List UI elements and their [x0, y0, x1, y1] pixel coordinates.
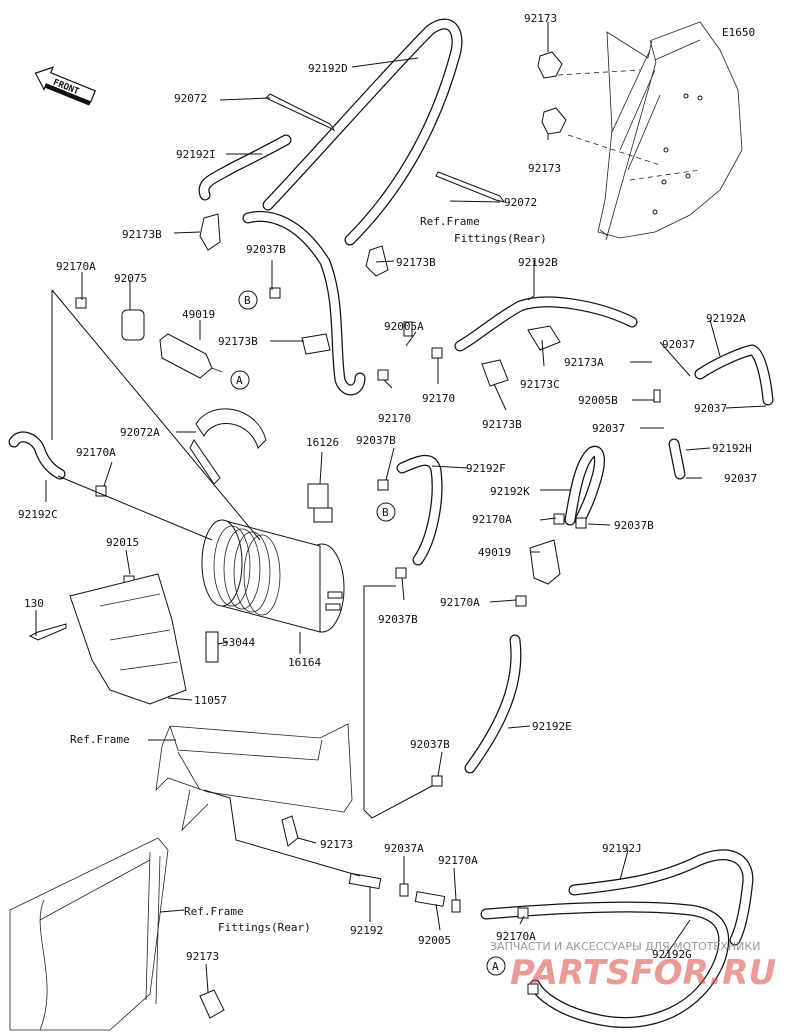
part-label: 92173B: [396, 256, 436, 269]
part-label: 92192B: [518, 256, 558, 269]
marker-A-2: A: [486, 956, 506, 976]
canister-16164: [201, 519, 345, 633]
part-label: 92037B: [614, 519, 654, 532]
part-label: 92173B: [482, 418, 522, 431]
part-label: 92192J: [602, 842, 642, 855]
labels: E1650 Ref.Frame Fittings(Rear) Ref.Frame…: [18, 12, 757, 963]
part-label: 92075: [114, 272, 147, 285]
svg-text:A: A: [492, 960, 499, 973]
part-label: 49019: [182, 308, 215, 321]
part-label: 92037B: [378, 613, 418, 626]
part-label: 130: [24, 597, 44, 610]
marker-B-1: B: [238, 290, 258, 310]
part-label: 16164: [288, 656, 321, 669]
svg-text:B: B: [244, 294, 251, 307]
frame-fittings-rear-top: [557, 21, 743, 241]
part-label: 92015: [106, 536, 139, 549]
part-label: 92173: [320, 838, 353, 851]
components: [28, 51, 661, 1019]
part-label: 92037B: [356, 434, 396, 447]
part-label: 92170: [378, 412, 411, 425]
part-label: 92005A: [384, 320, 424, 333]
hoses: [8, 18, 774, 1028]
watermark-line2: PARTSFOR.RU: [510, 953, 776, 993]
part-label: 92170A: [56, 260, 96, 273]
part-label: 92192: [350, 924, 383, 937]
part-label: 92037B: [410, 738, 450, 751]
part-label: 92173: [524, 12, 557, 25]
part-label: 92173: [528, 162, 561, 175]
part-label: 92192K: [490, 485, 530, 498]
part-label: 92192C: [18, 508, 58, 521]
ref-frame-fittings-top-line1: Ref.Frame: [420, 215, 480, 228]
ref-frame-fittings-bottom-line2: Fittings(Rear): [218, 921, 311, 934]
marker-B-2: B: [376, 502, 396, 522]
part-label: 92170A: [438, 854, 478, 867]
ref-frame-mid: Ref.Frame: [70, 733, 130, 746]
ref-frame-fittings-bottom-line1: Ref.Frame: [184, 905, 244, 918]
part-label: 92173B: [122, 228, 162, 241]
leader-lines: [35, 22, 767, 993]
part-label: 92037: [724, 472, 757, 485]
part-label: 92192F: [466, 462, 506, 475]
part-label: 92173C: [520, 378, 560, 391]
part-label: 92037: [694, 402, 727, 415]
part-label: 11057: [194, 694, 227, 707]
part-label: 92072: [174, 92, 207, 105]
part-label: 16126: [306, 436, 339, 449]
part-label: 92170: [422, 392, 455, 405]
part-label: 92072A: [120, 426, 160, 439]
part-label: 92192D: [308, 62, 348, 75]
part-label: 92037A: [384, 842, 424, 855]
frame-mid: [155, 723, 353, 832]
svg-text:B: B: [382, 506, 389, 519]
part-label: 53044: [222, 636, 255, 649]
part-label: 49019: [478, 546, 511, 559]
diagram-code: E1650: [722, 26, 755, 39]
part-label: 92173B: [218, 335, 258, 348]
part-label: 92037B: [246, 243, 286, 256]
part-label: 92192I: [176, 148, 216, 161]
marker-A-1: A: [230, 370, 250, 390]
part-label: 92005: [418, 934, 451, 947]
frame-fittings-rear-bottom: [9, 837, 169, 1031]
svg-text:A: A: [236, 374, 243, 387]
part-label: 92192H: [712, 442, 752, 455]
part-label: 92170A: [472, 513, 512, 526]
part-label: 92170A: [440, 596, 480, 609]
watermark: ЗАПЧАСТИ И АКСЕССУАРЫ ДЛЯ МОТОТЕХНИКИ PA…: [490, 940, 776, 993]
part-label: 92037: [592, 422, 625, 435]
watermark-line1: ЗАПЧАСТИ И АКСЕССУАРЫ ДЛЯ МОТОТЕХНИКИ: [490, 940, 760, 953]
part-label: 92037: [662, 338, 695, 351]
part-label: 92005B: [578, 394, 618, 407]
part-label: 92173A: [564, 356, 604, 369]
part-label: 92192E: [532, 720, 572, 733]
part-label: 92170A: [76, 446, 116, 459]
part-label: 92173: [186, 950, 219, 963]
part-label: 92192G: [652, 948, 692, 961]
part-label: 92192A: [706, 312, 746, 325]
part-label: 92170A: [496, 930, 536, 943]
ref-frame-fittings-top-line2: Fittings(Rear): [454, 232, 547, 245]
part-label: 92072: [504, 196, 537, 209]
front-arrow-icon: FRONT: [34, 66, 97, 106]
